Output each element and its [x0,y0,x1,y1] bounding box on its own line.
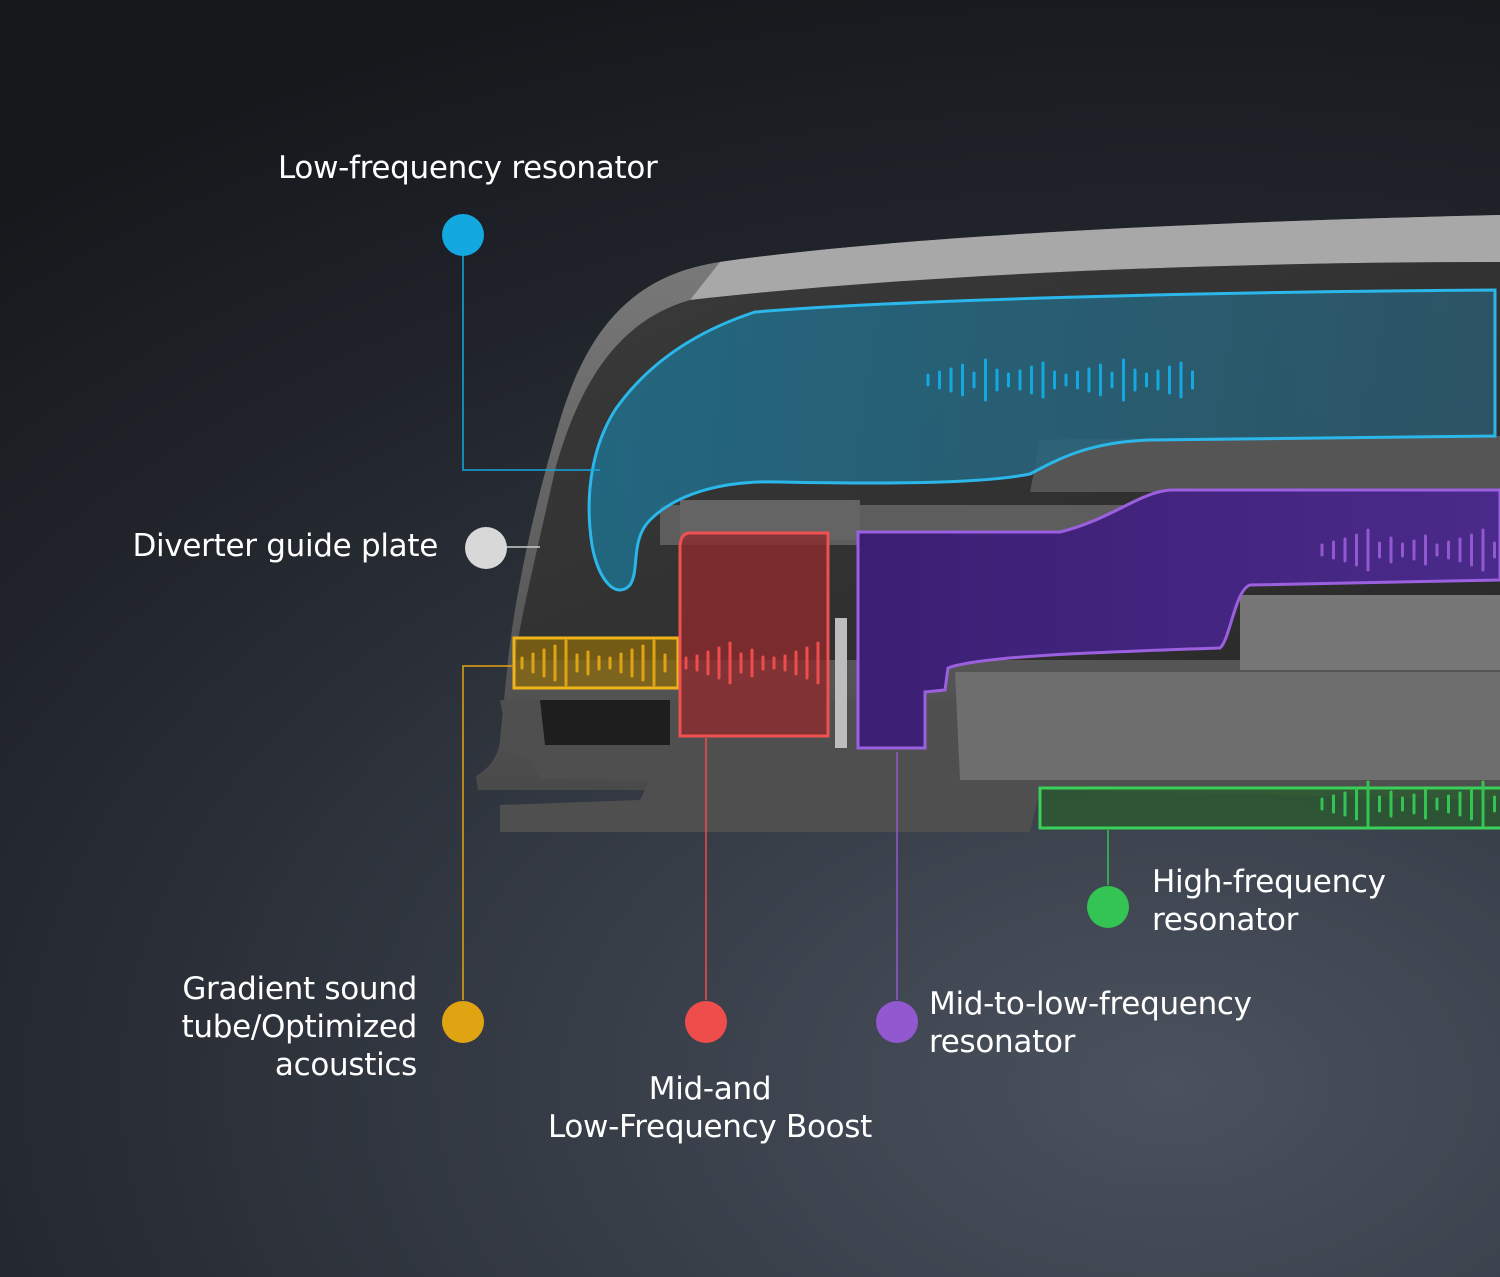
low-frequency-resonator-region [587,288,1497,592]
low-freq-callout-line [462,255,600,471]
low-freq-marker-dot [442,214,484,256]
high-frequency-resonator-region [1038,786,1500,830]
mid-low-boost-line1: Mid-and [648,1071,772,1107]
mid-to-low-line1: Mid-to-low-frequency [929,986,1252,1022]
mid-low-boost-label: Mid-and Low-Frequency Boost [540,1070,880,1146]
gradient-label-line1: Gradient sound [182,971,417,1007]
callout-lines [462,255,1109,1000]
high-frequency-line2: resonator [1152,902,1299,938]
gradient-callout-line [462,665,514,1000]
gradient-label-line2: tube/Optimized [181,1009,418,1045]
high-frequency-resonator-label: High-frequency resonator [1152,863,1386,939]
diverter-guide-plate-text: Diverter guide plate [132,528,438,564]
high-freq-marker-dot [1087,886,1129,928]
mid-to-low-marker-dot [876,1001,918,1043]
mid-low-boost-marker-dot [685,1001,727,1043]
mid-to-low-resonator-region [856,488,1500,750]
mid-low-boost-line2: Low-Frequency Boost [547,1109,873,1145]
gradient-marker-dot [442,1001,484,1043]
mid-to-low-resonator-label: Mid-to-low-frequency resonator [929,985,1252,1061]
mid-low-boost-region [678,531,830,738]
waveform-marks [520,358,1496,828]
low-frequency-resonator-label: Low-frequency resonator [278,149,658,187]
diverter-guide-plate-label: Diverter guide plate [130,527,438,565]
low-frequency-resonator-text: Low-frequency resonator [278,150,658,186]
gradient-sound-tube-region [512,636,680,690]
high-frequency-line1: High-frequency [1152,864,1386,900]
diverter-marker-dot [465,527,507,569]
gradient-label-line3: acoustics [274,1047,417,1083]
mid-to-low-line2: resonator [929,1024,1076,1060]
callout-dots [442,214,1129,1043]
gradient-sound-tube-label: Gradient sound tube/Optimized acoustics [150,970,418,1084]
